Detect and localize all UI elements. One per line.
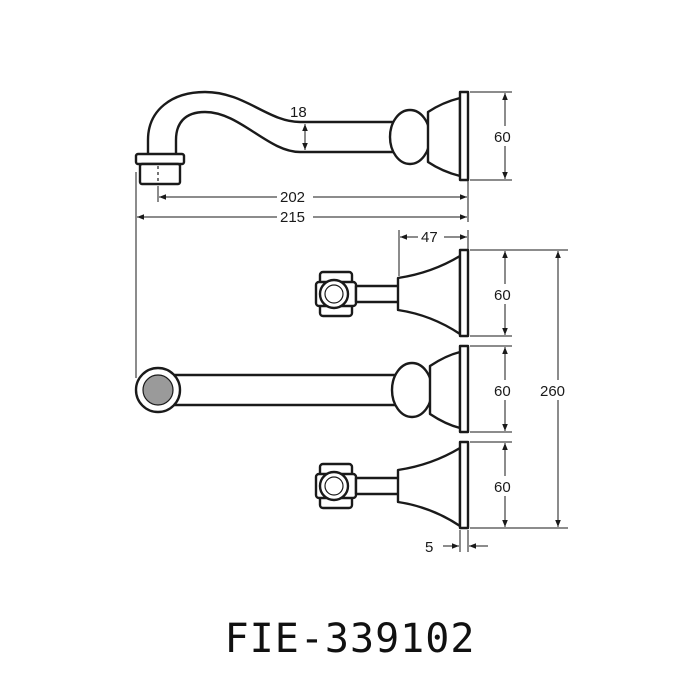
front-spout-arm <box>156 373 400 407</box>
dim-label-5: 5 <box>425 539 433 556</box>
dim-label-upper-60: 60 <box>494 287 511 304</box>
dim-plate-thickness: 5 <box>425 530 488 556</box>
upper-handle-stem <box>354 284 402 304</box>
lower-handle <box>314 440 470 530</box>
spout-neck <box>426 96 462 178</box>
front-spout-ball-joint <box>390 361 434 419</box>
spout-nozzle-tip <box>138 162 182 186</box>
dim-spout-plate: 60 <box>470 91 520 181</box>
dim-spout-diameter: 18 <box>290 104 308 150</box>
lower-handle-flange <box>396 446 462 528</box>
front-spout-plate <box>458 344 470 434</box>
spout-top <box>134 90 470 186</box>
dim-label-lower-60: 60 <box>494 479 511 496</box>
upper-handle-flange <box>396 254 462 336</box>
dim-label-215: 215 <box>280 209 305 226</box>
dim-label-202: 202 <box>280 189 305 206</box>
dim-spout-reach: 202 215 <box>135 172 469 378</box>
front-spout-neck <box>428 350 462 430</box>
front-spout <box>134 344 470 434</box>
lower-handle-stem <box>354 476 402 496</box>
spout-wall-plate <box>458 90 470 182</box>
spout-ball-joint <box>388 108 432 166</box>
lower-handle-plate <box>458 440 470 530</box>
dim-label-18: 18 <box>290 104 307 121</box>
spout-arm <box>146 90 396 160</box>
dim-label-47: 47 <box>421 229 438 246</box>
upper-handle-plate <box>458 248 470 338</box>
dim-label-spout-60: 60 <box>494 129 511 146</box>
dim-plates: 60 60 60 <box>470 249 568 529</box>
front-spout-outlet <box>142 374 174 406</box>
dim-handle-depth: 47 <box>398 226 469 276</box>
product-code: FIE-339102 <box>224 616 476 662</box>
upper-handle <box>314 248 470 338</box>
spout-nozzle <box>134 152 186 166</box>
dim-overall-height: 260 <box>538 251 578 527</box>
dim-label-260: 260 <box>540 383 565 400</box>
dim-label-middle-60: 60 <box>494 383 511 400</box>
